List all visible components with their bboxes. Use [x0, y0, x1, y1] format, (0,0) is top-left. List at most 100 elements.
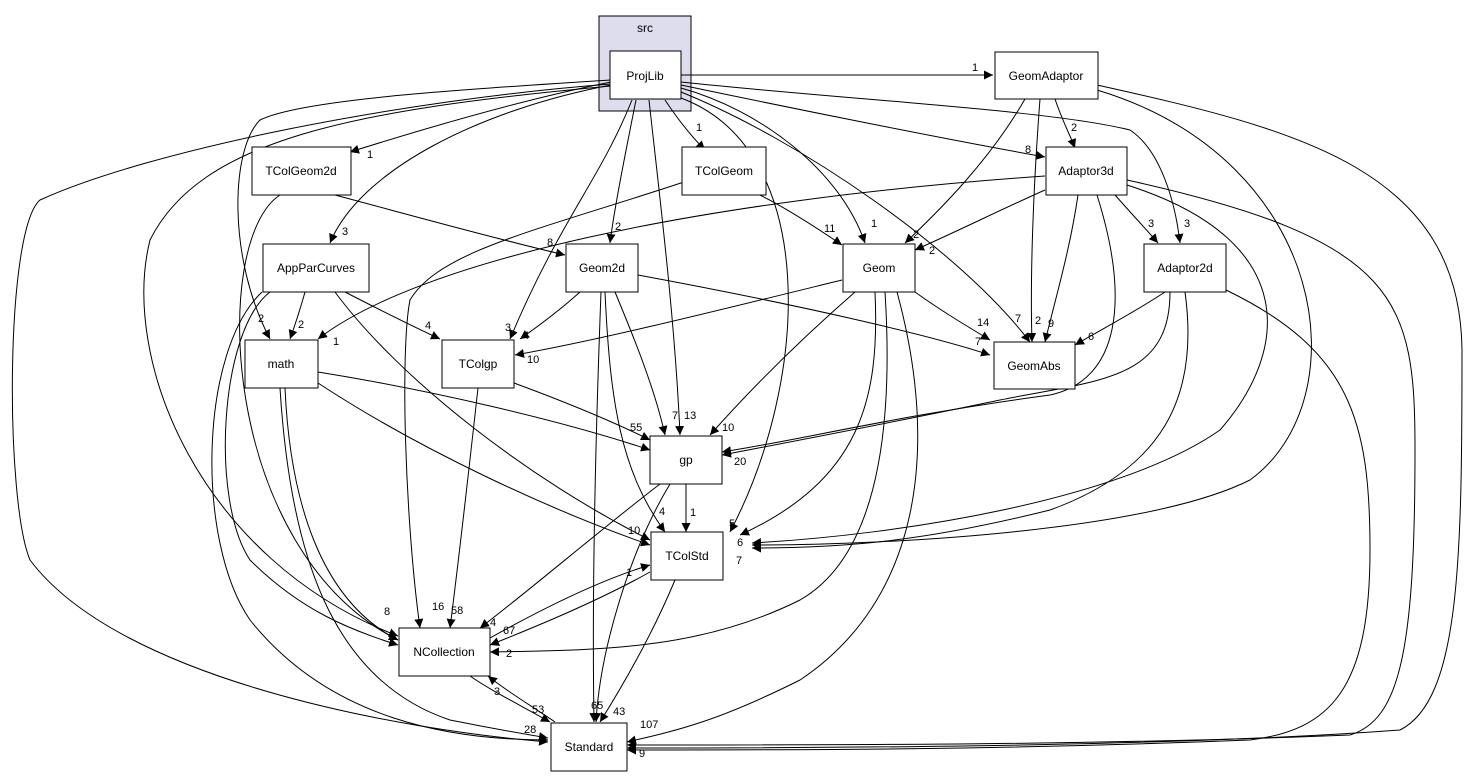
edge-label-math-gp: 55: [630, 422, 642, 434]
edge-ncollection-tcolstd: [489, 563, 651, 639]
node-projlib[interactable]: ProjLib: [609, 50, 682, 100]
edges: [11, 70, 1463, 755]
edge-label-projlib-gp: 13: [684, 410, 696, 422]
node-geomabs-label: GeomAbs: [1007, 359, 1060, 373]
node-tcolgeom[interactable]: TColGeom: [681, 146, 767, 196]
edge-standard-ncollection: [487, 675, 556, 723]
edge-label-tcolgeom-ncollection: 16: [432, 601, 444, 613]
edge-math-tcolstd: [317, 382, 651, 547]
node-tcolgp[interactable]: TColgp: [441, 339, 515, 389]
edge-adaptor3d-geom: [914, 189, 1046, 251]
edge-label-gp-tcolstd: 1: [690, 507, 696, 519]
edge-label-adaptor3d-math: 1: [333, 336, 339, 348]
edge-label-adaptor2d-geomabs: 6: [1088, 331, 1094, 343]
edge-adaptor2d-standard: [626, 289, 1371, 755]
node-tcolstd-label: TColStd: [665, 549, 708, 563]
edge-projlib-standard: [11, 83, 612, 746]
node-adaptor3d[interactable]: Adaptor3d: [1045, 146, 1128, 196]
edge-labels: 1 1 1 8 3 2 1 3 2 3 13 7 5 8 9 2 2 2 6 8…: [258, 62, 1190, 760]
edge-label-geomadaptor-geomabs: 2: [1035, 315, 1041, 327]
edge-tcolgeom-ncollection: [404, 179, 691, 629]
edge-appparcurves-standard: [211, 291, 549, 745]
edge-math-standard: [279, 387, 549, 741]
edge-label-geom-geomabs-2: 7: [975, 336, 981, 348]
edge-label-geomadaptor-adaptor3d: 2: [1071, 122, 1077, 134]
node-geomadaptor-label: GeomAdaptor: [1009, 69, 1084, 83]
edge-label-geom-standard: 107: [640, 719, 658, 731]
edge-label-standard-ncollection: 53: [532, 704, 544, 716]
edge-label-adaptor3d-adaptor2d: 3: [1148, 218, 1154, 230]
edge-projlib-geom: [680, 87, 867, 244]
node-geom2d-label: Geom2d: [579, 261, 625, 275]
edge-geom-gp: [709, 291, 856, 436]
edge-label-ncollection-tcolstd: 1: [626, 567, 632, 579]
edge-gp-ncollection: [479, 483, 661, 629]
edge-label-adaptor3d-geomabs: 9: [1048, 318, 1054, 330]
edge-label-geomadaptor-tcolstd: 6: [737, 537, 743, 549]
edge-geomadaptor-standard: [626, 84, 1463, 753]
edge-label-projlib-tcolgeom: 1: [696, 122, 702, 134]
node-math[interactable]: math: [244, 339, 319, 389]
edge-projlib-geom2d: [606, 99, 637, 244]
edge-label-geom-ncollection: 2: [506, 648, 512, 660]
edge-label-adaptor2d-gp: 20: [734, 456, 746, 468]
edge-projlib-ncollection: [143, 85, 612, 637]
node-ncollection-label: NCollection: [413, 645, 474, 659]
node-appparcurves[interactable]: AppParCurves: [262, 243, 370, 293]
edge-label-geom2d-tcolgp: 4: [523, 330, 529, 342]
edge-label-appparcurves-math: 2: [298, 319, 304, 331]
node-tcolstd[interactable]: TColStd: [650, 531, 724, 581]
edge-label-ncollection-standard: 3: [494, 686, 500, 698]
edge-label-projlib-adaptor3d: 8: [1025, 144, 1031, 156]
edge-projlib-appparcurves: [329, 84, 612, 244]
edge-label-projlib-adaptor2d: 3: [1184, 218, 1190, 230]
edge-label-projlib-standard: 9: [639, 748, 645, 760]
node-ncollection[interactable]: NCollection: [398, 627, 491, 677]
edge-projlib-tcolgeom: [664, 99, 706, 151]
edge-geom-tcolstd: [739, 291, 877, 536]
edge-label-geom-tcolgp: 10: [527, 354, 539, 366]
edge-label-tcolstd-ncollection: 67: [503, 625, 515, 637]
edge-label-geomadaptor-geom: 2: [913, 229, 919, 241]
edge-projlib-geomabs: [680, 91, 1031, 343]
edge-math-gp: [317, 371, 651, 452]
edge-label-tcolgp-ncollection: 58: [451, 605, 463, 617]
node-adaptor2d[interactable]: Adaptor2d: [1143, 243, 1227, 293]
edge-math-ncollection: [284, 387, 399, 641]
edge-label-projlib-geomabs: 7: [1015, 313, 1021, 325]
edge-adaptor3d-tcolstd: [751, 184, 1268, 548]
node-geom[interactable]: Geom: [842, 243, 916, 293]
edge-projlib-tcolstd: [680, 97, 789, 533]
edge-tcolgp-gp: [513, 382, 651, 441]
node-tcolgeom2d[interactable]: TColGeom2d: [251, 146, 352, 196]
nodes: ProjLib GeomAdaptor TColGeom2d TColGeom …: [244, 50, 1227, 772]
edge-label-geom-gp: 10: [722, 422, 734, 434]
edge-appparcurves-ncollection: [224, 291, 399, 647]
node-tcolgeom-label: TColGeom: [695, 164, 753, 178]
node-standard[interactable]: Standard: [550, 722, 628, 772]
node-geomabs[interactable]: GeomAbs: [993, 341, 1076, 390]
edge-geom2d-tcolstd: [604, 291, 666, 533]
edge-adaptor3d-standard: [626, 179, 1416, 750]
edge-tcolgeom-geom: [759, 194, 843, 246]
edge-adaptor3d-math: [317, 175, 1046, 340]
edge-projlib-adaptor2d: [680, 81, 1184, 244]
edge-geom2d-tcolgp: [519, 291, 581, 340]
node-math-label: math: [268, 357, 295, 371]
node-geomadaptor[interactable]: GeomAdaptor: [994, 51, 1099, 100]
edge-label-projlib-appparcurves: 3: [342, 226, 348, 238]
edge-tcolgeom2d-ncollection: [239, 194, 399, 641]
cluster-src-label: src: [637, 21, 653, 35]
edge-appparcurves-math: [288, 291, 306, 340]
edge-projlib-tcolgp: [509, 99, 633, 340]
edge-adaptor3d-geomabs: [1042, 194, 1079, 343]
node-geom2d[interactable]: Geom2d: [565, 243, 639, 293]
node-standard-label: Standard: [565, 740, 614, 754]
edge-label-adaptor3d-tcolstd: 7: [736, 555, 742, 567]
edge-geom-tcolgp: [514, 279, 843, 358]
node-geom-label: Geom: [863, 261, 896, 275]
edge-label-appparcurves-tcolgp: 4: [425, 320, 431, 332]
node-gp[interactable]: gp: [649, 435, 723, 485]
edge-tcolgp-ncollection: [446, 387, 479, 629]
